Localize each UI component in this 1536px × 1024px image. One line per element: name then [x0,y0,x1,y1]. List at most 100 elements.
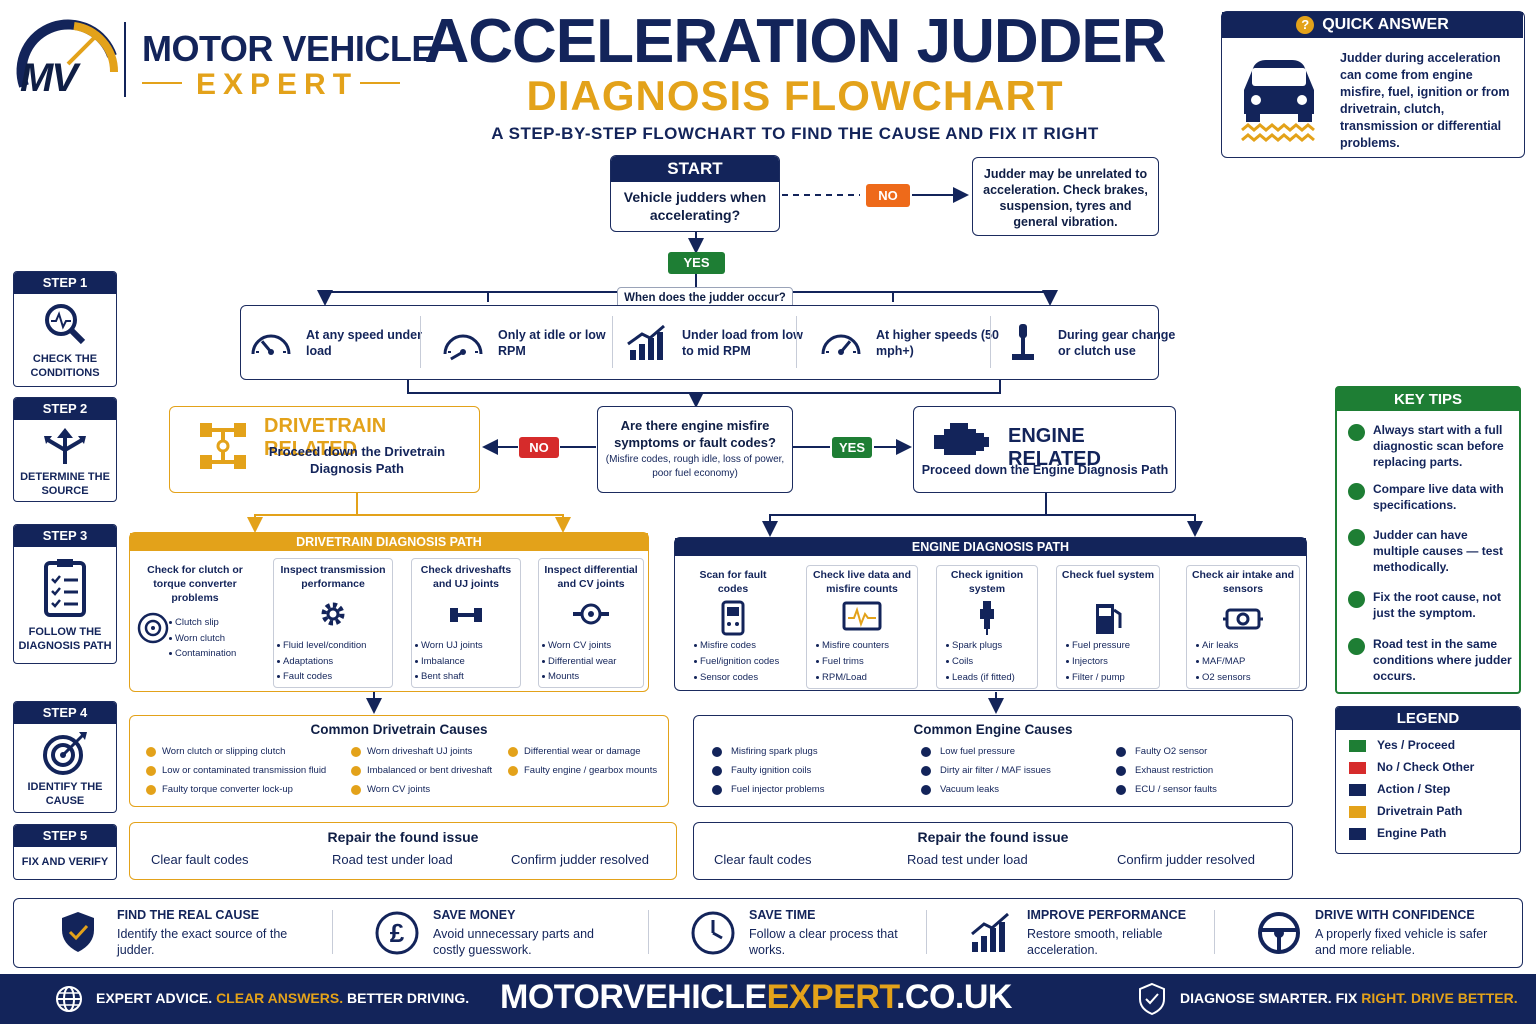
spark-plug-icon [980,601,994,635]
chart-up-icon [971,912,1009,952]
drivetrain-causes-title: Common Drivetrain Causes [310,722,488,737]
engine-repair-step-2: Road test under load [907,852,1028,867]
key-tips-panel: KEY TIPS [1335,386,1521,694]
drivetrain-cause-item: Low or contaminated transmission fluid [162,765,327,776]
step-5-label: FIX AND VERIFY [21,856,109,868]
bullet-dot [542,659,545,663]
drivetrain-causes-panel: Common Drivetrain Causes [129,715,669,807]
car-icon [1241,60,1315,142]
clock-icon [691,911,735,955]
brand-sub: EXPERT [196,68,359,101]
when-option-4: At higher speeds (50 mph+) [876,328,999,358]
drivetrain-related-text: Proceed down the Drivetrain Diagnosis Pa… [268,444,446,476]
benefit-divider [1214,910,1215,954]
benefit-divider [926,910,927,954]
step-1-label: CHECK THE CONDITIONS [30,353,100,379]
yes-tag-start: YES [668,252,725,274]
bullet-dot [946,676,949,679]
engine-step-title: Check live data and misfire counts [812,569,912,595]
engine-step-item: Filter / pump [1072,672,1125,683]
bullet-dot [1066,676,1069,679]
check-icon [921,766,931,776]
drivetrain-step-item: Worn UJ joints [421,640,483,651]
key-tip-item: Judder can have multiple causes — test m… [1373,528,1504,574]
gauge-low-icon [443,334,483,361]
legend-swatch [1349,806,1366,818]
shield-check-icon [62,912,94,952]
drivetrain-repair-step-1: Clear fault codes [151,852,249,867]
legend-item-label: Action / Step [1377,782,1451,796]
key-tip-item: Fix the root cause, not just the symptom… [1373,590,1502,620]
when-option-divider [612,316,613,368]
engine-step-title: Scan for fault codes [699,569,767,595]
engine-related-text: Proceed down the Engine Diagnosis Path [921,463,1169,477]
step-5-number: STEP 5 [14,825,116,847]
drivetrain-step-card [411,558,521,688]
axle-icon [200,423,246,469]
check-icon [921,747,931,757]
check-icon [508,766,518,776]
drivetrain-related-title: DRIVETRAIN RELATED [264,415,387,460]
unrelated-note-text: Judder may be unrelated to acceleration.… [983,167,1148,229]
engine-step-item: Fuel trims [822,656,864,667]
bullet-dot [946,644,949,647]
check-icon [1116,747,1126,757]
step-1-number: STEP 1 [14,272,116,294]
legend-swatch [1349,762,1366,774]
check-icon [146,747,156,757]
engine-path-title: ENGINE DIAGNOSIS PATH [675,538,1306,556]
shield-check-icon [1139,982,1165,1016]
gear-lever-icon [1012,324,1034,360]
drivetrain-cause-item: Faulty engine / gearbox mounts [524,765,658,776]
quick-answer-title: QUICK ANSWER [1322,16,1449,33]
legend-item-label: Engine Path [1377,826,1447,840]
footer-site-link[interactable]: MOTORVEHICLEEXPERT.CO.UK [500,978,1012,1017]
bullet-dot [169,636,172,640]
benefit-text: Identify the exact source of the judder. [117,927,288,957]
bullet-dot [415,644,418,647]
benefit-title: SAVE MONEY [433,908,516,922]
footer-left-b: CLEAR ANSWERS. [216,990,344,1006]
footer-tagline-right: DIAGNOSE SMARTER. FIX RIGHT. DRIVE BETTE… [1180,990,1518,1006]
when-option-divider [796,316,797,368]
drivetrain-step-item: Fluid level/condition [283,640,367,651]
step-4-label: IDENTIFY THE CAUSE [27,781,103,807]
engine-icon [934,423,989,455]
step-3-number: STEP 3 [14,525,116,547]
air-intake-icon [1223,608,1263,630]
drivetrain-cause-item: Worn clutch or slipping clutch [162,746,286,757]
check-icon [1116,785,1126,795]
drivetrain-step-item: Worn clutch [175,632,225,644]
legend-item-label: Yes / Proceed [1377,738,1456,752]
engine-repair-panel: Repair the found issue [693,822,1293,880]
step-3: STEP 3 FOLLOW THE DIAGNOSIS PATH [13,524,117,664]
step-3-label: FOLLOW THE DIAGNOSIS PATH [18,626,112,652]
globe-icon [56,986,82,1012]
quick-answer-header: ?QUICK ANSWER [1222,12,1523,38]
no-tag-start: NO [866,184,910,207]
bullet-dot [169,652,172,655]
drivetrain-repair-step-2: Road test under load [332,852,453,867]
gear-icon [321,602,345,626]
engine-step-item: O2 sensors [1202,672,1251,683]
start-question: Vehicle judders when accelerating? [623,189,767,223]
when-options-panel [240,305,1159,380]
bullet-dot [1066,644,1069,647]
drivetrain-step-item: Imbalance [421,655,465,667]
check-circle-icon [1348,529,1365,546]
engine-step-item: Misfire codes [700,640,756,651]
step-4-number: STEP 4 [14,702,116,724]
drivetrain-step-item: Mounts [548,671,580,682]
when-option-3: Under load from low to mid RPM [682,328,803,358]
brand-rule-right [360,82,400,84]
engine-repair-step-3: Confirm judder resolved [1117,852,1256,867]
split-arrows-icon [44,428,86,464]
drivetrain-step-title: Inspect transmission performance [280,564,386,590]
engine-step-item: Injectors [1072,656,1108,667]
drivetrain-cause-item: Differential wear or damage [524,746,641,757]
bullet-dot [946,660,949,663]
magnifier-pulse-icon [45,304,86,345]
drivetrain-step-item: Adaptations [283,655,334,667]
engine-cause-item: Dirty air filter / MAF issues [940,765,1051,776]
step-2: STEP 2 DETERMINE THE SOURCE [13,397,117,502]
